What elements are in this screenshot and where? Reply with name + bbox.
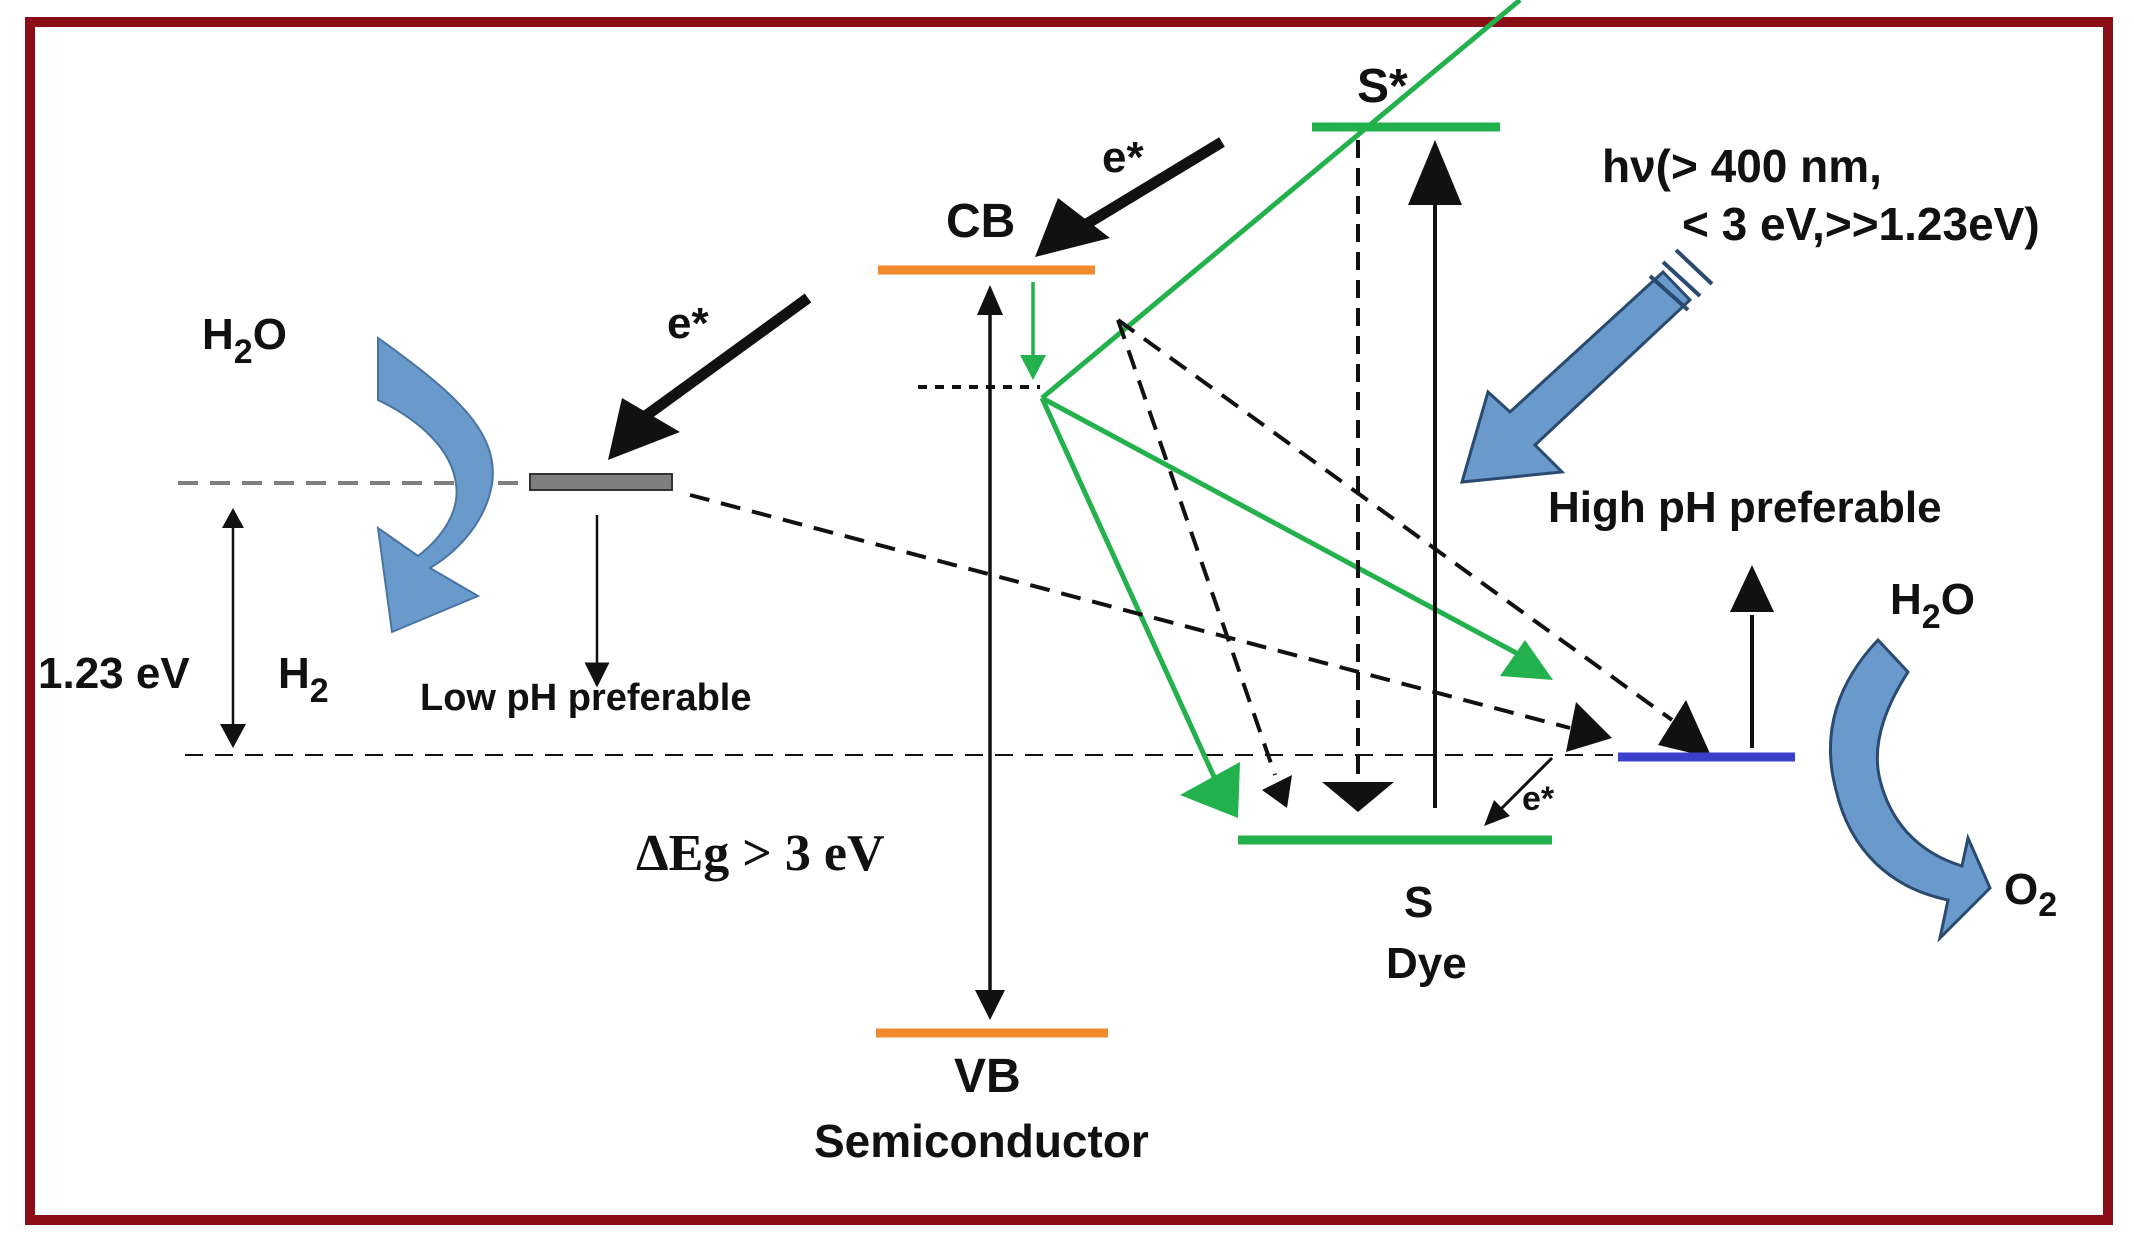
cb-to-trap-green-arrowhead [1020,355,1046,380]
s-label: S [1404,878,1433,927]
band-gap-down-arrowhead [975,990,1005,1020]
cb-to-oxid-dashed-arrow [1116,318,1674,722]
potential-up-arrowhead [222,508,244,528]
vb-label: VB [954,1050,1021,1103]
cb-to-oxid-dashed-arrowhead [1658,700,1712,758]
dye-excitation-arrowhead [1408,140,1462,205]
cb-label: CB [946,195,1015,248]
cb-to-dye-dashed-arrowhead [1262,775,1292,808]
hv-line2-label: < 3 eV,>>1.23eV) [1682,198,2040,250]
dye-relaxation-arrowhead [1322,782,1394,812]
o2-label: O2 [2004,865,2057,924]
hv-line1-label: hν(> 400 nm, [1602,140,1882,192]
dye-label: Dye [1386,939,1467,988]
e-star-cb-label: e* [1102,133,1144,182]
trap-to-dye-green-arrow [1039,396,1223,792]
e-star-left-arrow-shaft [636,293,812,425]
high-ph-label: High pH preferable [1548,483,1942,532]
band-gap-up-arrowhead [977,285,1003,315]
potential-label: 1.23 eV [38,649,190,698]
trap-to-dye-green-arrowhead [1180,762,1240,818]
photon-light-arrow [1459,269,1693,484]
h2o-to-h2-curved-arrow [376,336,494,634]
h2-reduction-level [529,473,673,491]
band-gap-label: ΔEg > 3 eV [636,825,885,882]
low-ph-label: Low pH preferable [420,677,752,719]
h2o-right-label: H2O [1890,575,1975,636]
cb-to-dye-dashed-arrow [1116,319,1277,776]
h2-level-to-oxid-dashed-arrow [689,493,1571,730]
h2-left-label: H2 [278,649,329,710]
semiconductor-label: Semiconductor [814,1115,1149,1167]
e-star-dye-arrowhead [1484,800,1510,826]
e-star-cb-arrow-shaft [1077,137,1225,233]
trap-to-donor-green-arrow [1040,395,1522,658]
e-star-cb-arrowhead [1035,198,1110,257]
trap-to-donor-green-arrowhead [1500,640,1553,680]
h2-level-to-oxid-dashed-arrowhead [1566,702,1612,752]
s-star-label: S* [1357,60,1408,113]
h2o-left-label: H2O [202,310,287,371]
e-star-left-label: e* [667,299,709,348]
photon-light-arrow-tail [1648,248,1714,312]
e-star-left-arrowhead [608,398,680,460]
h2o-to-o2-curved-arrow [1828,637,1992,943]
high-ph-up-arrowhead [1730,565,1774,612]
e-star-dye-label: e* [1522,780,1555,818]
e-star-dye-arrow [1498,756,1554,812]
potential-down-arrowhead [220,724,246,748]
